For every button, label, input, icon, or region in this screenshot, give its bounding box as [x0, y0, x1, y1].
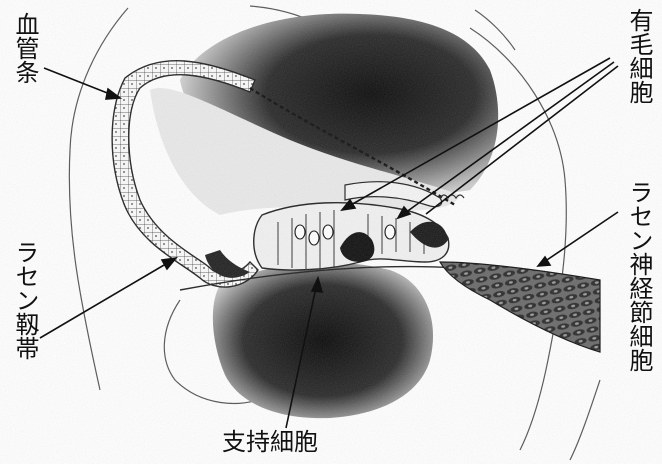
- label-supporting-cells: 支持細胞: [222, 428, 318, 456]
- label-spiral-ganglion: ラセン神経節細胞: [624, 180, 652, 372]
- label-spiral-ligament: ラセン靱帯: [10, 240, 38, 360]
- label-hair-cells: 有毛細胞: [624, 8, 652, 104]
- label-stria-vascularis: 血管条: [10, 12, 38, 84]
